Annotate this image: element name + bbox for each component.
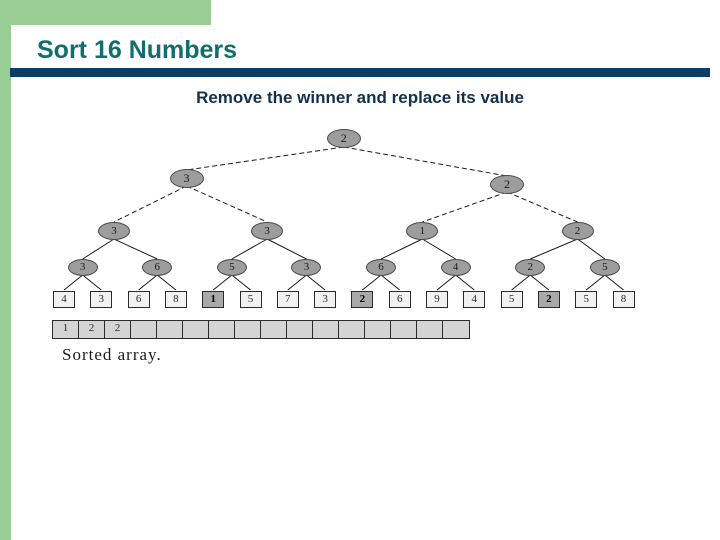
tree-edge	[82, 274, 102, 291]
tree-leaf-2: 3	[90, 291, 113, 308]
tree-leaf-10: 6	[388, 291, 411, 308]
decoration-navy-rule	[10, 68, 710, 77]
tree-edge	[604, 274, 624, 291]
tree-edge	[156, 274, 177, 291]
sorted-array-cell-14	[391, 321, 417, 338]
tree-leaf-1: 4	[53, 291, 75, 308]
sorted-array-cell-9	[261, 321, 287, 338]
tree-edge	[82, 238, 115, 260]
sorted-array-cell-16	[443, 321, 469, 338]
sorted-array-cell-2: 2	[79, 321, 105, 338]
tree-edge	[212, 274, 233, 291]
sorted-array-cell-4	[131, 321, 157, 338]
tree-edge	[455, 274, 475, 291]
tree-node-level4-7: 2	[515, 259, 546, 276]
tree-edge	[530, 238, 578, 260]
tree-leaf-14: 2	[537, 291, 560, 308]
tree-leaf-4: 8	[164, 291, 187, 308]
tree-edge	[231, 274, 251, 291]
tree-edge	[138, 274, 158, 291]
sorted-array-cell-11	[313, 321, 339, 338]
decoration-green-left-bar	[0, 0, 11, 540]
tree-node-level4-5: 6	[366, 259, 397, 276]
tree-node-level2-2: 2	[489, 175, 524, 194]
tree-node-level1-1: 2	[326, 129, 361, 148]
sorted-array-cell-7	[209, 321, 235, 338]
tree-leaf-15: 5	[575, 291, 598, 308]
tree-leaf-16: 8	[612, 291, 635, 308]
tree-edge	[380, 274, 401, 291]
tree-leaf-11: 9	[426, 291, 448, 308]
tree-edge	[231, 238, 268, 260]
tree-edge	[306, 274, 326, 291]
tree-leaf-7: 7	[276, 291, 299, 308]
sorted-array-cell-6	[183, 321, 209, 338]
tree-edge	[113, 185, 187, 223]
tree-leaf-5: 1	[202, 291, 225, 308]
tree-edge	[266, 238, 307, 260]
tree-leaf-8: 3	[314, 291, 337, 308]
tree-leaf-13: 5	[500, 291, 523, 308]
tree-node-level4-6: 4	[440, 259, 471, 276]
sorted-array-cell-1: 1	[53, 321, 79, 338]
tree-edge	[343, 146, 508, 177]
sorted-array-cell-10	[287, 321, 313, 338]
sorted-array-cell-15	[417, 321, 443, 338]
sorted-array-cell-12	[339, 321, 365, 338]
sorted-array-cell-13	[365, 321, 391, 338]
tree-edge	[529, 274, 550, 291]
tree-edge	[506, 191, 578, 223]
tree-edge	[585, 274, 606, 291]
sorted-array-cell-8	[235, 321, 261, 338]
decoration-green-top-block	[0, 0, 211, 25]
tree-edge	[362, 274, 382, 291]
tree-edges	[63, 146, 624, 291]
tree-edge	[511, 274, 531, 291]
tree-node-level3-4: 2	[561, 222, 594, 240]
tree-node-level3-3: 1	[406, 222, 439, 240]
tree-edge	[287, 274, 307, 291]
tree-edge	[63, 274, 83, 291]
page-title: Sort 16 Numbers	[37, 36, 238, 64]
tree-node-level4-8: 5	[589, 259, 620, 276]
sorted-array-cell-3: 2	[105, 321, 131, 338]
tree-node-level4-3: 5	[216, 259, 247, 276]
tree-edge	[113, 238, 158, 260]
tree-edge	[422, 238, 456, 260]
tree-edge	[577, 238, 606, 260]
tree-leaf-12: 4	[463, 291, 486, 308]
tree-leaf-9: 2	[351, 291, 374, 308]
tree-node-level4-4: 3	[291, 259, 322, 276]
tree-edge	[422, 191, 508, 223]
tree-edge	[186, 185, 268, 223]
tree-edge	[380, 238, 423, 260]
tree-leaf-6: 5	[239, 291, 262, 308]
tree-node-level4-2: 6	[142, 259, 173, 276]
tree-node-level3-1: 3	[97, 222, 130, 240]
tree-edge	[186, 146, 344, 171]
tree-leaf-3: 6	[127, 291, 150, 308]
tree-node-level4-1: 3	[67, 259, 98, 276]
tree-node-level2-1: 3	[169, 169, 204, 188]
sorted-array-cell-5	[157, 321, 183, 338]
figure-caption: Sorted array.	[62, 345, 162, 364]
tree-edge	[436, 274, 456, 291]
slide-subtitle: Remove the winner and replace its value	[196, 88, 524, 107]
tree-node-level3-2: 3	[251, 222, 284, 240]
